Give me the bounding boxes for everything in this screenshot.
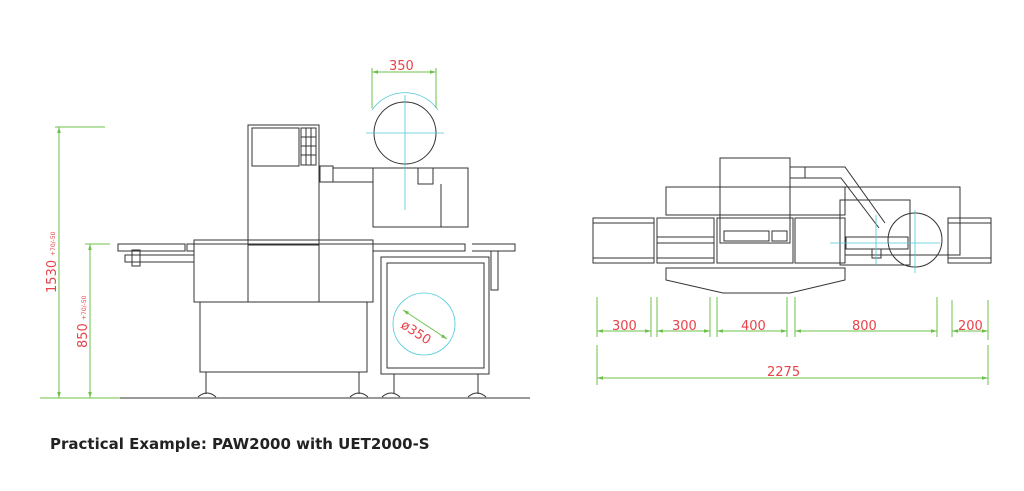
segment-1-length: 300 (612, 319, 637, 334)
caption: Practical Example: PAW2000 with UET2000-… (50, 435, 430, 453)
segment-4-length: 800 (852, 319, 877, 334)
lower-body (199, 301, 368, 373)
display-screen (251, 127, 300, 167)
labeller-top (839, 199, 911, 266)
table-height-tolerance: +70/-50 (81, 295, 88, 320)
roll-cabinet (380, 256, 490, 375)
roll-diameter-label: ø350 (398, 318, 434, 348)
operator-tower (247, 124, 320, 246)
roll-width-label: 350 (389, 59, 414, 74)
main-body (193, 239, 374, 303)
labeller-unit (372, 167, 469, 228)
table-height-label: 850 (76, 323, 91, 348)
side-view: ø350 350 1530 +70/-50 850 +70/-50 (40, 59, 530, 399)
roll-circle (392, 292, 456, 356)
segment-5-length: 200 (958, 319, 983, 334)
operator-tower-top (719, 157, 791, 244)
operator-platform (665, 267, 846, 294)
segment-2-length: 300 (672, 319, 697, 334)
top-view: 300 300 400 800 200 2275 (592, 157, 992, 385)
segment-3-length: 400 (741, 319, 766, 334)
feet (197, 392, 487, 398)
total-length: 2275 (767, 365, 800, 380)
total-height-tolerance: +70/-50 (50, 231, 57, 256)
total-height-label: 1530 (45, 260, 60, 293)
